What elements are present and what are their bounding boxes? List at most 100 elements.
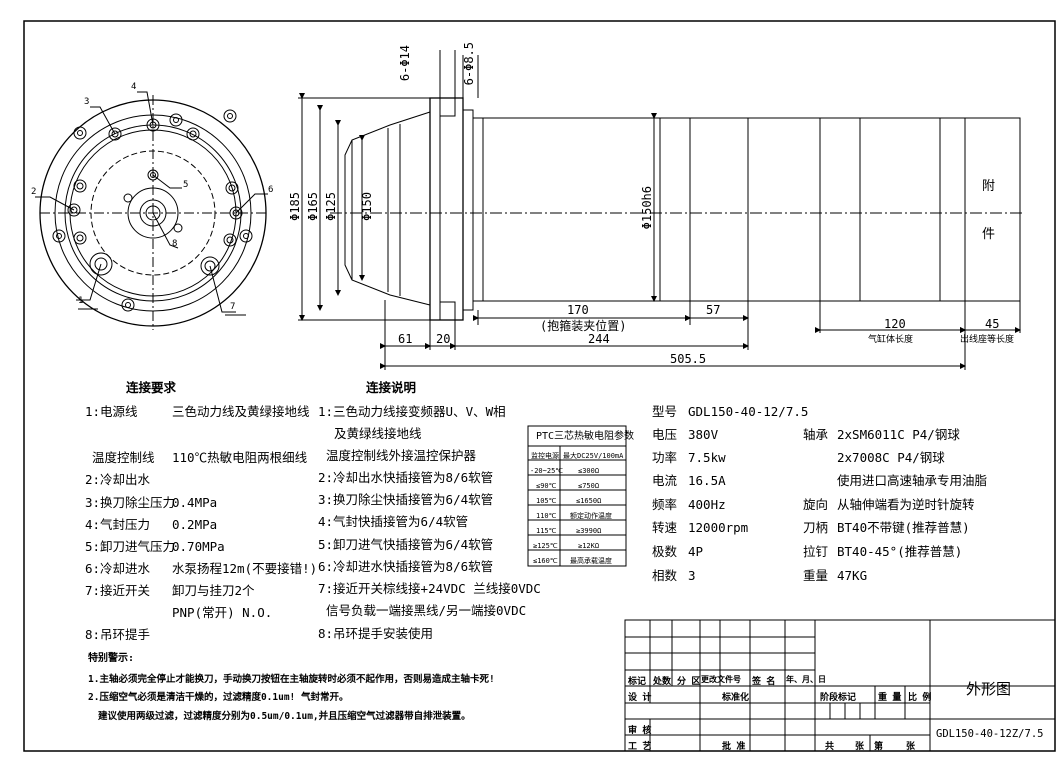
req-label: 5:卸刀进气压力 xyxy=(85,539,176,554)
req-label: 1:电源线 xyxy=(85,404,138,419)
spec-value: 从轴伸端看为逆时针旋转 xyxy=(837,497,975,512)
ptc-cell: ≤1650Ω xyxy=(576,497,602,505)
attachment-label-1: 附 xyxy=(982,179,996,194)
spec-key: 重量 xyxy=(803,568,829,583)
ptc-cell: 最高承载温度 xyxy=(570,557,612,565)
dim-phi150h6: Φ150h6 xyxy=(640,186,654,230)
spec-key: 极数 xyxy=(652,544,678,559)
dim-6-phi14: 6-Φ14 xyxy=(398,45,412,82)
desc-line: 7:接近开关棕线接+24VDC 兰线接0VDC xyxy=(318,581,541,596)
drawing-title: 外形图 xyxy=(966,680,1012,698)
spec-value: 使用进口高速轴承专用油脂 xyxy=(837,473,988,488)
spec-key: 相数 xyxy=(652,568,678,583)
req-value: 卸刀与挂刀2个 xyxy=(172,583,255,598)
spec-key: 频率 xyxy=(652,497,678,512)
ptc-cell: ≤300Ω xyxy=(578,467,600,475)
connection-req-title: 连接要求 xyxy=(126,380,177,395)
ptc-cell: ≤750Ω xyxy=(578,482,600,490)
warning-title: 特别警示: xyxy=(88,653,135,664)
callout-4: 4 xyxy=(131,82,137,92)
process-label: 工 艺 xyxy=(628,742,652,752)
drawing-number: GDL150-40-12Z/7.5 xyxy=(936,728,1044,740)
req-value: 110℃热敏电阻两根细线 xyxy=(172,450,308,465)
spec-value: 4P xyxy=(688,544,704,559)
spec-key: 拉钉 xyxy=(803,544,829,559)
dim-phi185: Φ185 xyxy=(288,192,302,221)
ptc-cell: 额定动作温度 xyxy=(570,512,612,520)
review-label: 审 核 xyxy=(628,726,652,736)
callout-2: 2 xyxy=(31,187,37,197)
dim-170-note: (抱箍装夹位置) xyxy=(540,319,627,333)
dim-45-note: 出线座等长度 xyxy=(960,335,1015,345)
ptc-cell: ≤160℃ xyxy=(533,557,558,565)
spec-value: 400Hz xyxy=(688,497,726,512)
rev-header-cell: 更改文件号 xyxy=(701,675,741,684)
dim-phi125: Φ125 xyxy=(324,192,338,221)
desc-line: 6:冷却进水快插接管为8/6软管 xyxy=(318,559,494,574)
connection-desc-title: 连接说明 xyxy=(366,380,417,395)
spec-key: 轴承 xyxy=(803,427,829,442)
spec-value: 380V xyxy=(688,427,719,442)
ptc-table-title: PTC三芯热敏电阻参数 xyxy=(536,431,635,442)
spec-key: 转速 xyxy=(652,520,678,535)
dim-120-note: 气缸体长度 xyxy=(868,335,914,345)
warning-line: 1.主轴必须完全停止才能换刀，手动换刀按钮在主轴旋转时必须不起作用，否则易造成主… xyxy=(88,674,495,685)
spec-value: 47KG xyxy=(837,568,868,583)
dim-6-phi8-5: 6-Φ8.5 xyxy=(462,42,476,86)
callout-8: 8 xyxy=(172,239,178,249)
spec-value: 16.5A xyxy=(688,473,726,488)
sheet-no-label: 第 xyxy=(874,742,884,752)
req-label: 4:气封压力 xyxy=(85,517,151,532)
ptc-cell: ≥3990Ω xyxy=(576,527,602,535)
desc-line: 及黄绿线接地线 xyxy=(334,426,422,441)
side-view xyxy=(298,50,1025,370)
ptc-table-grid xyxy=(527,425,627,567)
desc-line: 3:换刀除尘快插接管为6/4软管 xyxy=(318,492,494,507)
warning-line: 2.压缩空气必须是清洁干燥的，过滤精度0.1um! 气封常开。 xyxy=(88,692,349,703)
ptc-cell: ≤90℃ xyxy=(536,482,557,490)
sheets2-label: 张 xyxy=(906,742,916,752)
dim-61: 61 xyxy=(398,332,413,346)
desc-line: 信号负载一端接黑线/另一端接0VDC xyxy=(326,603,527,618)
ptc-cell: 105℃ xyxy=(536,497,557,505)
req-value: PNP(常开) N.O. xyxy=(172,605,273,620)
rev-header-cell: 签 名 xyxy=(752,677,776,687)
attachment-label-2: 件 xyxy=(982,227,996,242)
front-view xyxy=(35,91,268,330)
dim-244: 244 xyxy=(588,332,610,346)
sheets-label: 张 xyxy=(855,742,865,752)
req-value: 三色动力线及黄绿接地线 xyxy=(172,404,310,419)
spec-key: 型号 xyxy=(652,404,678,419)
rev-header-cell: 标记 xyxy=(628,677,647,687)
spec-key: 功率 xyxy=(652,450,678,465)
scale-label: 比 例 xyxy=(908,693,932,703)
desc-line: 2:冷却出水快插接管为8/6软管 xyxy=(318,470,494,485)
desc-line: 温度控制线外接温控保护器 xyxy=(326,448,477,463)
spec-key: 电流 xyxy=(652,473,678,488)
spec-value: 3 xyxy=(688,568,696,583)
req-value: 0.4MPa xyxy=(172,495,218,510)
stage-label: 阶段标记 xyxy=(820,693,857,703)
ptc-header-cell: 最大DC25V/100mA xyxy=(563,452,624,460)
spec-value: BT40不带键(推荐普慧) xyxy=(837,520,970,535)
req-value: 水泵扬程12m(不要接错!) xyxy=(172,561,318,576)
callout-7: 7 xyxy=(230,302,236,312)
rev-header-cell: 分 区 xyxy=(677,677,701,687)
dim-45: 45 xyxy=(985,317,1000,331)
weight-label: 重 量 xyxy=(878,693,902,703)
warning-line: 建议使用两级过滤，过滤精度分别为0.5um/0.1um,并且压缩空气过滤器带自排… xyxy=(98,711,471,722)
spec-key: 刀柄 xyxy=(803,520,829,535)
spec-value: BT40-45°(推荐普慧) xyxy=(837,544,963,559)
req-value: 0.70MPa xyxy=(172,539,225,554)
total-label: 共 xyxy=(825,742,835,752)
design-label: 设 计 xyxy=(628,693,652,703)
dim-phi165: Φ165 xyxy=(306,192,320,221)
dim-505-5: 505.5 xyxy=(670,352,707,366)
callout-3: 3 xyxy=(84,97,90,107)
spec-value: 12000rpm xyxy=(688,520,749,535)
desc-line: 5:卸刀进气快插接管为6/4软管 xyxy=(318,537,494,552)
req-label: 6:冷却进水 xyxy=(85,561,151,576)
req-label: 温度控制线 xyxy=(92,450,155,465)
dim-120: 120 xyxy=(884,317,906,331)
